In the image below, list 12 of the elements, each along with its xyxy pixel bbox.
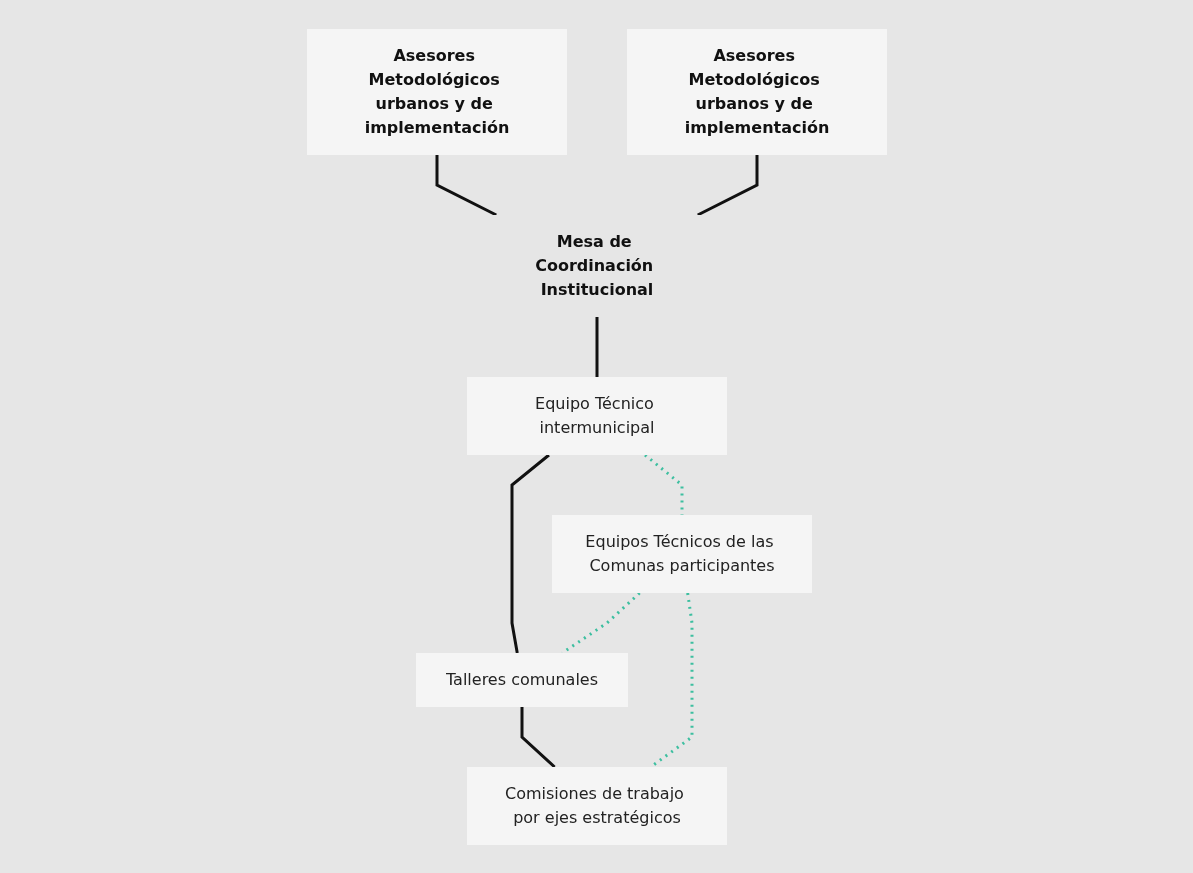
node-box: Asesores Metodológicos urbanos y de implementación — [306, 28, 567, 155]
node-box: Comisiones de trabajo por ejes estratégicos — [466, 766, 727, 845]
connector — [520, 706, 556, 768]
node-box: Equipo Técnico intermunicipal — [466, 376, 727, 455]
connector — [510, 453, 550, 653]
node-box: Asesores Metodológicos urbanos y de implementación — [626, 28, 887, 155]
node-box: Talleres comunales — [415, 652, 628, 707]
connector — [595, 316, 598, 377]
node-text: Mesa de Coordinación Institucional — [534, 231, 653, 299]
node-box: Equipos Técnicos de las Comunas participantes — [551, 514, 812, 593]
connector — [435, 154, 497, 216]
connector — [696, 154, 758, 216]
